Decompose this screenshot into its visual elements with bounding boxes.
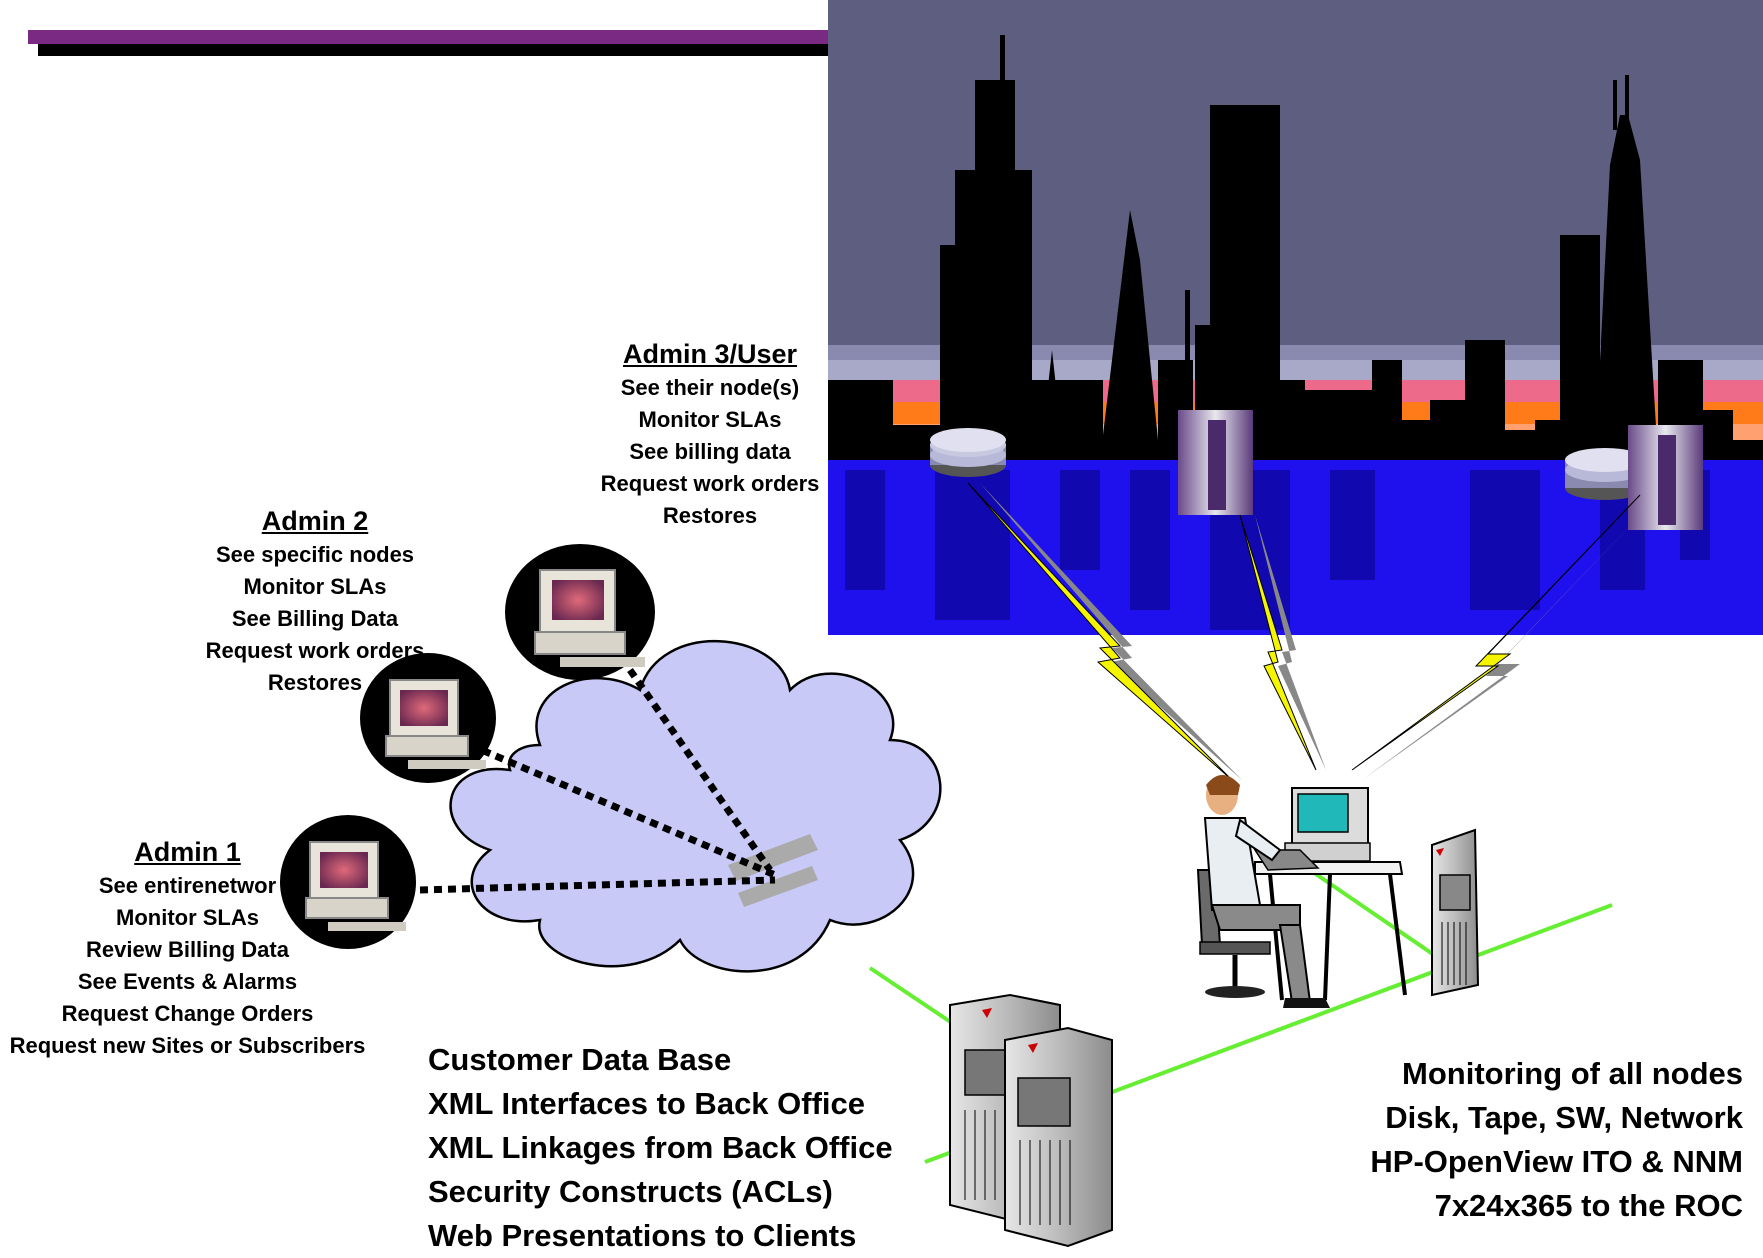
admin2-line: Restores bbox=[267, 670, 363, 695]
server-rack-icon bbox=[1178, 410, 1253, 515]
dotted-link bbox=[419, 667, 777, 894]
admin1-line: Review Billing Data bbox=[86, 937, 289, 962]
monitoring-line: 7x24x365 to the ROC bbox=[1434, 1188, 1743, 1223]
admin3-line: Restores bbox=[662, 503, 758, 528]
server-tower-icon bbox=[1004, 1026, 1113, 1248]
operator-workstation-icon bbox=[1196, 775, 1407, 1008]
admin1-line: Request new Sites or Subscribers bbox=[9, 1033, 366, 1058]
datacenter-features: Customer Data Base XML Interfaces to Bac… bbox=[428, 1038, 893, 1258]
admin2-heading: Admin 2 bbox=[261, 506, 369, 536]
server-rack-icon bbox=[1628, 425, 1703, 530]
admin2-pc-icon bbox=[360, 653, 496, 783]
admin1-line: See Events & Alarms bbox=[77, 969, 298, 994]
admin2-label-block: Admin 2 See specific nodes Monitor SLAs … bbox=[195, 503, 435, 699]
admin1-heading: Admin 1 bbox=[134, 837, 241, 867]
title-bar bbox=[28, 30, 838, 56]
city-skyline-panel bbox=[828, 0, 1763, 635]
admin2-line: Request work orders bbox=[205, 638, 425, 663]
server-tower-icon bbox=[1431, 828, 1480, 997]
admin2-line: See specific nodes bbox=[215, 542, 415, 567]
admin1-pc-icon bbox=[280, 815, 416, 949]
monitoring-features: Monitoring of all nodes Disk, Tape, SW, … bbox=[1370, 1052, 1743, 1228]
admin3-line: See their node(s) bbox=[620, 375, 800, 400]
admin2-line: See Billing Data bbox=[231, 606, 399, 631]
admin3-line: See billing data bbox=[629, 439, 791, 464]
admin1-label-block: Admin 1 See entirenetwor Monitor SLAs Re… bbox=[0, 834, 375, 1062]
admin2-line: Monitor SLAs bbox=[243, 574, 387, 599]
wireless-link-lightning bbox=[1351, 494, 1650, 780]
admin3-heading: Admin 3/User bbox=[622, 339, 798, 369]
admin3-label-block: Admin 3/User See their node(s) Monitor S… bbox=[590, 336, 830, 532]
admin1-line: See entirenetwor bbox=[98, 873, 277, 898]
disk-storage-icon bbox=[930, 428, 1006, 477]
datacenter-line: Web Presentations to Clients bbox=[428, 1218, 857, 1253]
admin3-line: Monitor SLAs bbox=[638, 407, 782, 432]
monitoring-line: Monitoring of all nodes bbox=[1402, 1056, 1743, 1091]
wireless-link-lightning bbox=[1239, 514, 1326, 771]
datacenter-line: Customer Data Base bbox=[428, 1042, 732, 1077]
admin1-line: Monitor SLAs bbox=[116, 905, 259, 930]
admin1-line: Request Change Orders bbox=[61, 1001, 314, 1026]
router-icon bbox=[728, 834, 818, 907]
admin3-pc-icon bbox=[505, 544, 655, 680]
network-cloud bbox=[449, 640, 942, 973]
datacenter-line: XML Linkages from Back Office bbox=[428, 1130, 893, 1165]
datacenter-line: XML Interfaces to Back Office bbox=[428, 1086, 866, 1121]
datacenter-line: Security Constructs (ACLs) bbox=[428, 1174, 833, 1209]
monitoring-line: Disk, Tape, SW, Network bbox=[1385, 1100, 1743, 1135]
admin3-line: Request work orders bbox=[600, 471, 820, 496]
monitoring-line: HP-OpenView ITO & NNM bbox=[1370, 1144, 1743, 1179]
